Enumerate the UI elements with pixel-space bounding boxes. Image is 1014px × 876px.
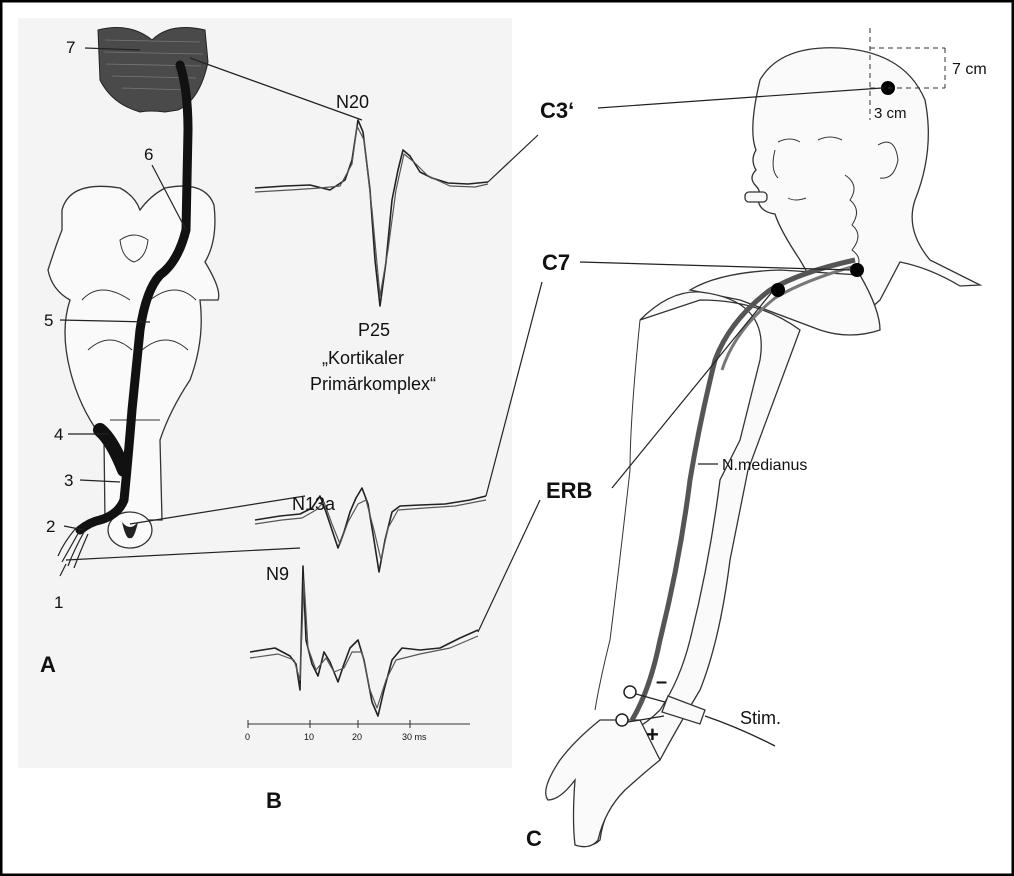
pathway-number-1: 1 bbox=[54, 593, 63, 612]
peak-n9: N9 bbox=[266, 564, 289, 584]
panel-label-b: B bbox=[266, 788, 282, 813]
tick-label-30ms: 30 ms bbox=[402, 732, 427, 742]
electrode-erb bbox=[771, 283, 785, 297]
stim-plus: + bbox=[646, 722, 659, 747]
peak-n13a: N13a bbox=[292, 494, 336, 514]
stim-electrode-anode bbox=[616, 714, 628, 726]
cortical-complex-label-line1: „Kortikaler bbox=[322, 348, 404, 368]
pathway-number-5: 5 bbox=[44, 311, 53, 330]
electrode-label-c7: C7 bbox=[542, 250, 570, 275]
nerve-label: N.medianus bbox=[722, 457, 807, 474]
electrode-c7 bbox=[850, 263, 864, 277]
stim-minus: – bbox=[656, 671, 667, 693]
electrode-label-c3: C3‘ bbox=[540, 98, 574, 123]
measurement-3cm: 3 cm bbox=[874, 105, 907, 122]
pathway-number-2: 2 bbox=[46, 517, 55, 536]
stim-electrode-cathode bbox=[624, 686, 636, 698]
measurement-7cm: 7 cm bbox=[952, 61, 987, 78]
tick-label-20: 20 bbox=[352, 732, 362, 742]
pathway-number-3: 3 bbox=[64, 471, 73, 490]
pathway-number-4: 4 bbox=[54, 425, 63, 444]
peak-p25: P25 bbox=[358, 320, 390, 340]
pathway-number-7: 7 bbox=[66, 38, 75, 57]
tick-label-10: 10 bbox=[304, 732, 314, 742]
tick-label-0: 0 bbox=[245, 732, 250, 742]
cortical-complex-label-line2: Primärkomplex“ bbox=[310, 374, 436, 394]
panel-label-c: C bbox=[526, 826, 542, 851]
electrode-label-erb: ERB bbox=[546, 478, 592, 503]
panel-label-a: A bbox=[40, 652, 56, 677]
stim-label: Stim. bbox=[740, 708, 781, 728]
peak-n20: N20 bbox=[336, 92, 369, 112]
pathway-number-6: 6 bbox=[144, 145, 153, 164]
